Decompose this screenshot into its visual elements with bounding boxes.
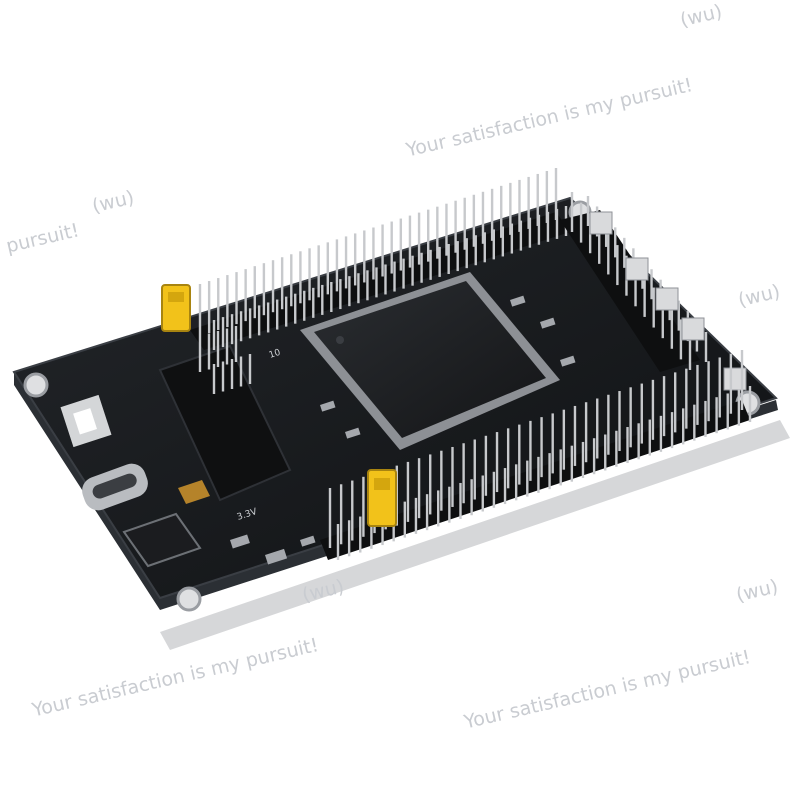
tactile-button <box>723 367 747 391</box>
top-header-pins <box>198 168 568 350</box>
tactile-button <box>625 257 649 281</box>
power-switch <box>60 394 112 448</box>
jumper-bottom <box>367 469 397 527</box>
smd-components <box>230 295 576 565</box>
box-header <box>158 344 292 502</box>
mounting-hole <box>176 586 202 612</box>
main-chip <box>300 272 560 450</box>
jumper-top-left <box>161 284 191 332</box>
regulator-chip <box>122 512 202 568</box>
tactile-buttons <box>589 211 747 391</box>
box-header-pins <box>198 326 252 394</box>
tactile-button <box>681 317 705 341</box>
board-shadow <box>160 420 790 650</box>
tactile-button <box>589 211 613 235</box>
tantalum-capacitor <box>178 480 210 504</box>
usb-c-port <box>82 463 148 511</box>
tactile-button <box>655 287 679 311</box>
right-pin-header <box>560 210 700 372</box>
silk-label-pin: 10 <box>268 348 282 361</box>
mounting-hole <box>23 372 49 398</box>
